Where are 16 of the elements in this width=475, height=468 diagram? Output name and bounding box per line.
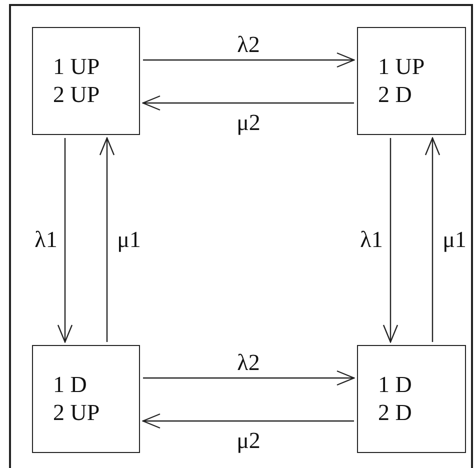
arrow	[99, 137, 115, 342]
state-label: 1 UP 2 D	[377, 53, 425, 109]
state-label: 1 D 2 UP	[52, 371, 101, 427]
arrow	[143, 52, 355, 68]
arrow	[382, 138, 398, 343]
arrow	[142, 95, 354, 111]
state-box	[32, 345, 140, 453]
state-label: 1 D 2 D	[377, 371, 413, 427]
arrow	[57, 138, 73, 343]
arrow	[142, 413, 354, 429]
state-label: 1 UP 2 UP	[52, 53, 101, 109]
state-box	[357, 345, 466, 453]
arrow	[424, 137, 440, 342]
state-box	[357, 27, 466, 135]
state-box	[32, 27, 140, 135]
arrow	[143, 370, 355, 386]
